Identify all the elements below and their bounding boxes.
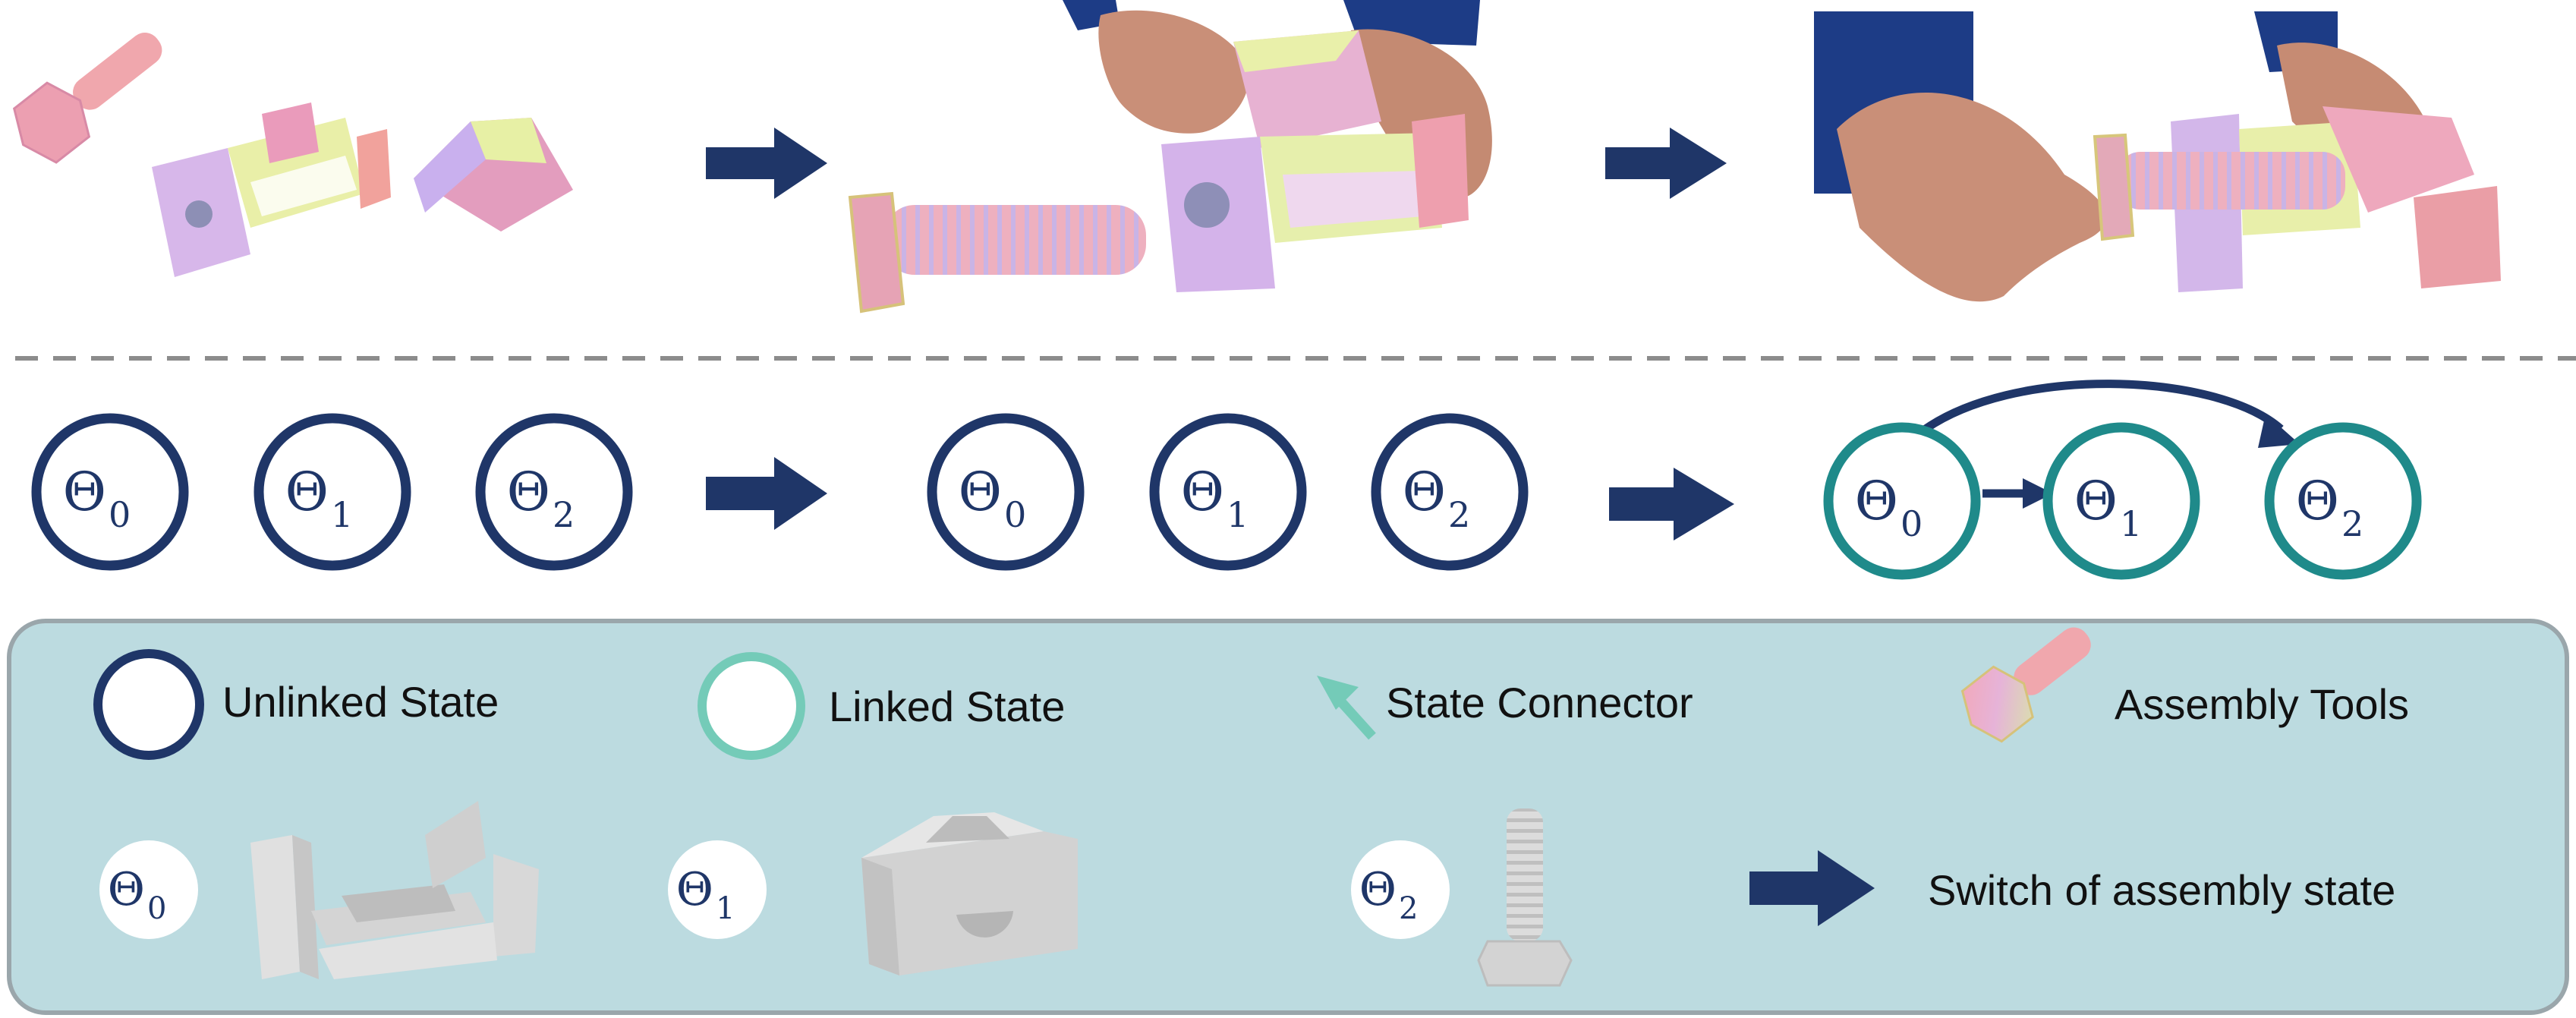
- legend-theta1-part: Θ 1: [668, 812, 1078, 975]
- legend-unlinked-label: Unlinked State: [222, 678, 499, 726]
- svg-text:1: 1: [716, 891, 735, 926]
- state-node-theta1: Θ 1: [1149, 413, 1307, 571]
- svg-text:Θ: Θ: [1855, 470, 1898, 532]
- state-connector-arrow-icon: [1317, 676, 1376, 740]
- svg-text:0: 0: [109, 494, 131, 535]
- svg-text:Θ: Θ: [63, 461, 106, 523]
- svg-text:0: 0: [1004, 494, 1026, 535]
- svg-text:Θ: Θ: [1359, 863, 1397, 916]
- state-node-theta0: Θ 0: [31, 413, 189, 571]
- legend-theta0-part: Θ 0: [99, 801, 539, 979]
- right-arrow-icon: [1605, 128, 1727, 199]
- svg-text:1: 1: [1227, 494, 1249, 535]
- state-connector-curve: [1917, 380, 2284, 437]
- legend-connector: State Connector: [1317, 676, 1693, 740]
- frame-part-photo-icon: [152, 102, 391, 277]
- svg-text:1: 1: [331, 494, 353, 535]
- legend-panel: Unlinked State Linked State State Connec…: [7, 619, 2569, 1015]
- svg-text:2: 2: [1399, 891, 1418, 926]
- hands-assembling-photo: [848, 0, 1492, 314]
- right-arrow-icon: [706, 128, 827, 199]
- svg-text:Θ: Θ: [676, 863, 713, 916]
- linked-state-circle-icon: [698, 652, 805, 760]
- wedge-part-icon: [861, 812, 1078, 975]
- state-group-intermediate: Θ 0 Θ 1 Θ 2: [927, 413, 1529, 571]
- state-node-theta1: Θ 1: [254, 413, 411, 571]
- right-arrow-icon: [1609, 468, 1734, 541]
- legend-tools: Assembly Tools: [1960, 627, 2409, 743]
- right-arrow-icon: [1749, 850, 1875, 926]
- legend-switch-label: Switch of assembly state: [1928, 866, 2395, 914]
- svg-text:Θ: Θ: [2074, 470, 2118, 532]
- state-node-theta2: Θ 2: [2264, 422, 2422, 580]
- state-group-initial: Θ 0 Θ 1 Θ 2: [31, 413, 633, 571]
- legend-unlinked: Unlinked State: [93, 649, 499, 760]
- svg-text:Θ: Θ: [108, 863, 145, 916]
- bolt-tool-icon: [12, 32, 162, 164]
- state-node-theta0: Θ 0: [927, 413, 1085, 571]
- svg-text:2: 2: [2341, 503, 2363, 544]
- svg-text:Θ: Θ: [1181, 461, 1224, 523]
- assembly-tool-bolt-icon: [1960, 627, 2091, 743]
- state-connector-arrowhead: [2023, 478, 2053, 509]
- bolt-part-icon: [1477, 808, 1573, 987]
- unlinked-state-circle-icon: [93, 649, 204, 760]
- svg-text:0: 0: [147, 891, 166, 926]
- right-arrow-icon: [706, 457, 827, 530]
- state-group-linked: Θ 0 Θ 1 Θ 2: [1823, 380, 2422, 580]
- state-node-theta2: Θ 2: [475, 413, 633, 571]
- svg-text:0: 0: [1901, 503, 1923, 544]
- svg-text:1: 1: [2120, 503, 2142, 544]
- svg-text:Θ: Θ: [285, 461, 329, 523]
- legend-switch: Switch of assembly state: [1749, 850, 2395, 926]
- state-node-theta2: Θ 2: [1371, 413, 1529, 571]
- frame-part-icon: [250, 801, 539, 979]
- wedge-part-photo-icon: [414, 118, 573, 232]
- state-node-theta0: Θ 0: [1823, 422, 1981, 580]
- hands-assembled-clamp-photo: [1814, 11, 2501, 302]
- state-node-theta1: Θ 1: [2042, 422, 2200, 580]
- legend-theta2-part: Θ 2: [1351, 808, 1573, 987]
- svg-text:Θ: Θ: [507, 461, 550, 523]
- legend-linked-label: Linked State: [829, 682, 1065, 730]
- svg-text:Θ: Θ: [959, 461, 1002, 523]
- legend-tools-label: Assembly Tools: [2115, 680, 2409, 728]
- svg-text:Θ: Θ: [1403, 461, 1446, 523]
- legend-linked: Linked State: [698, 652, 1065, 760]
- svg-text:2: 2: [1448, 494, 1470, 535]
- svg-text:Θ: Θ: [2296, 470, 2339, 532]
- legend-connector-label: State Connector: [1386, 679, 1693, 726]
- state-connector-arrowhead: [2258, 414, 2300, 448]
- loose-parts-photo: [12, 32, 573, 277]
- svg-text:2: 2: [553, 494, 575, 535]
